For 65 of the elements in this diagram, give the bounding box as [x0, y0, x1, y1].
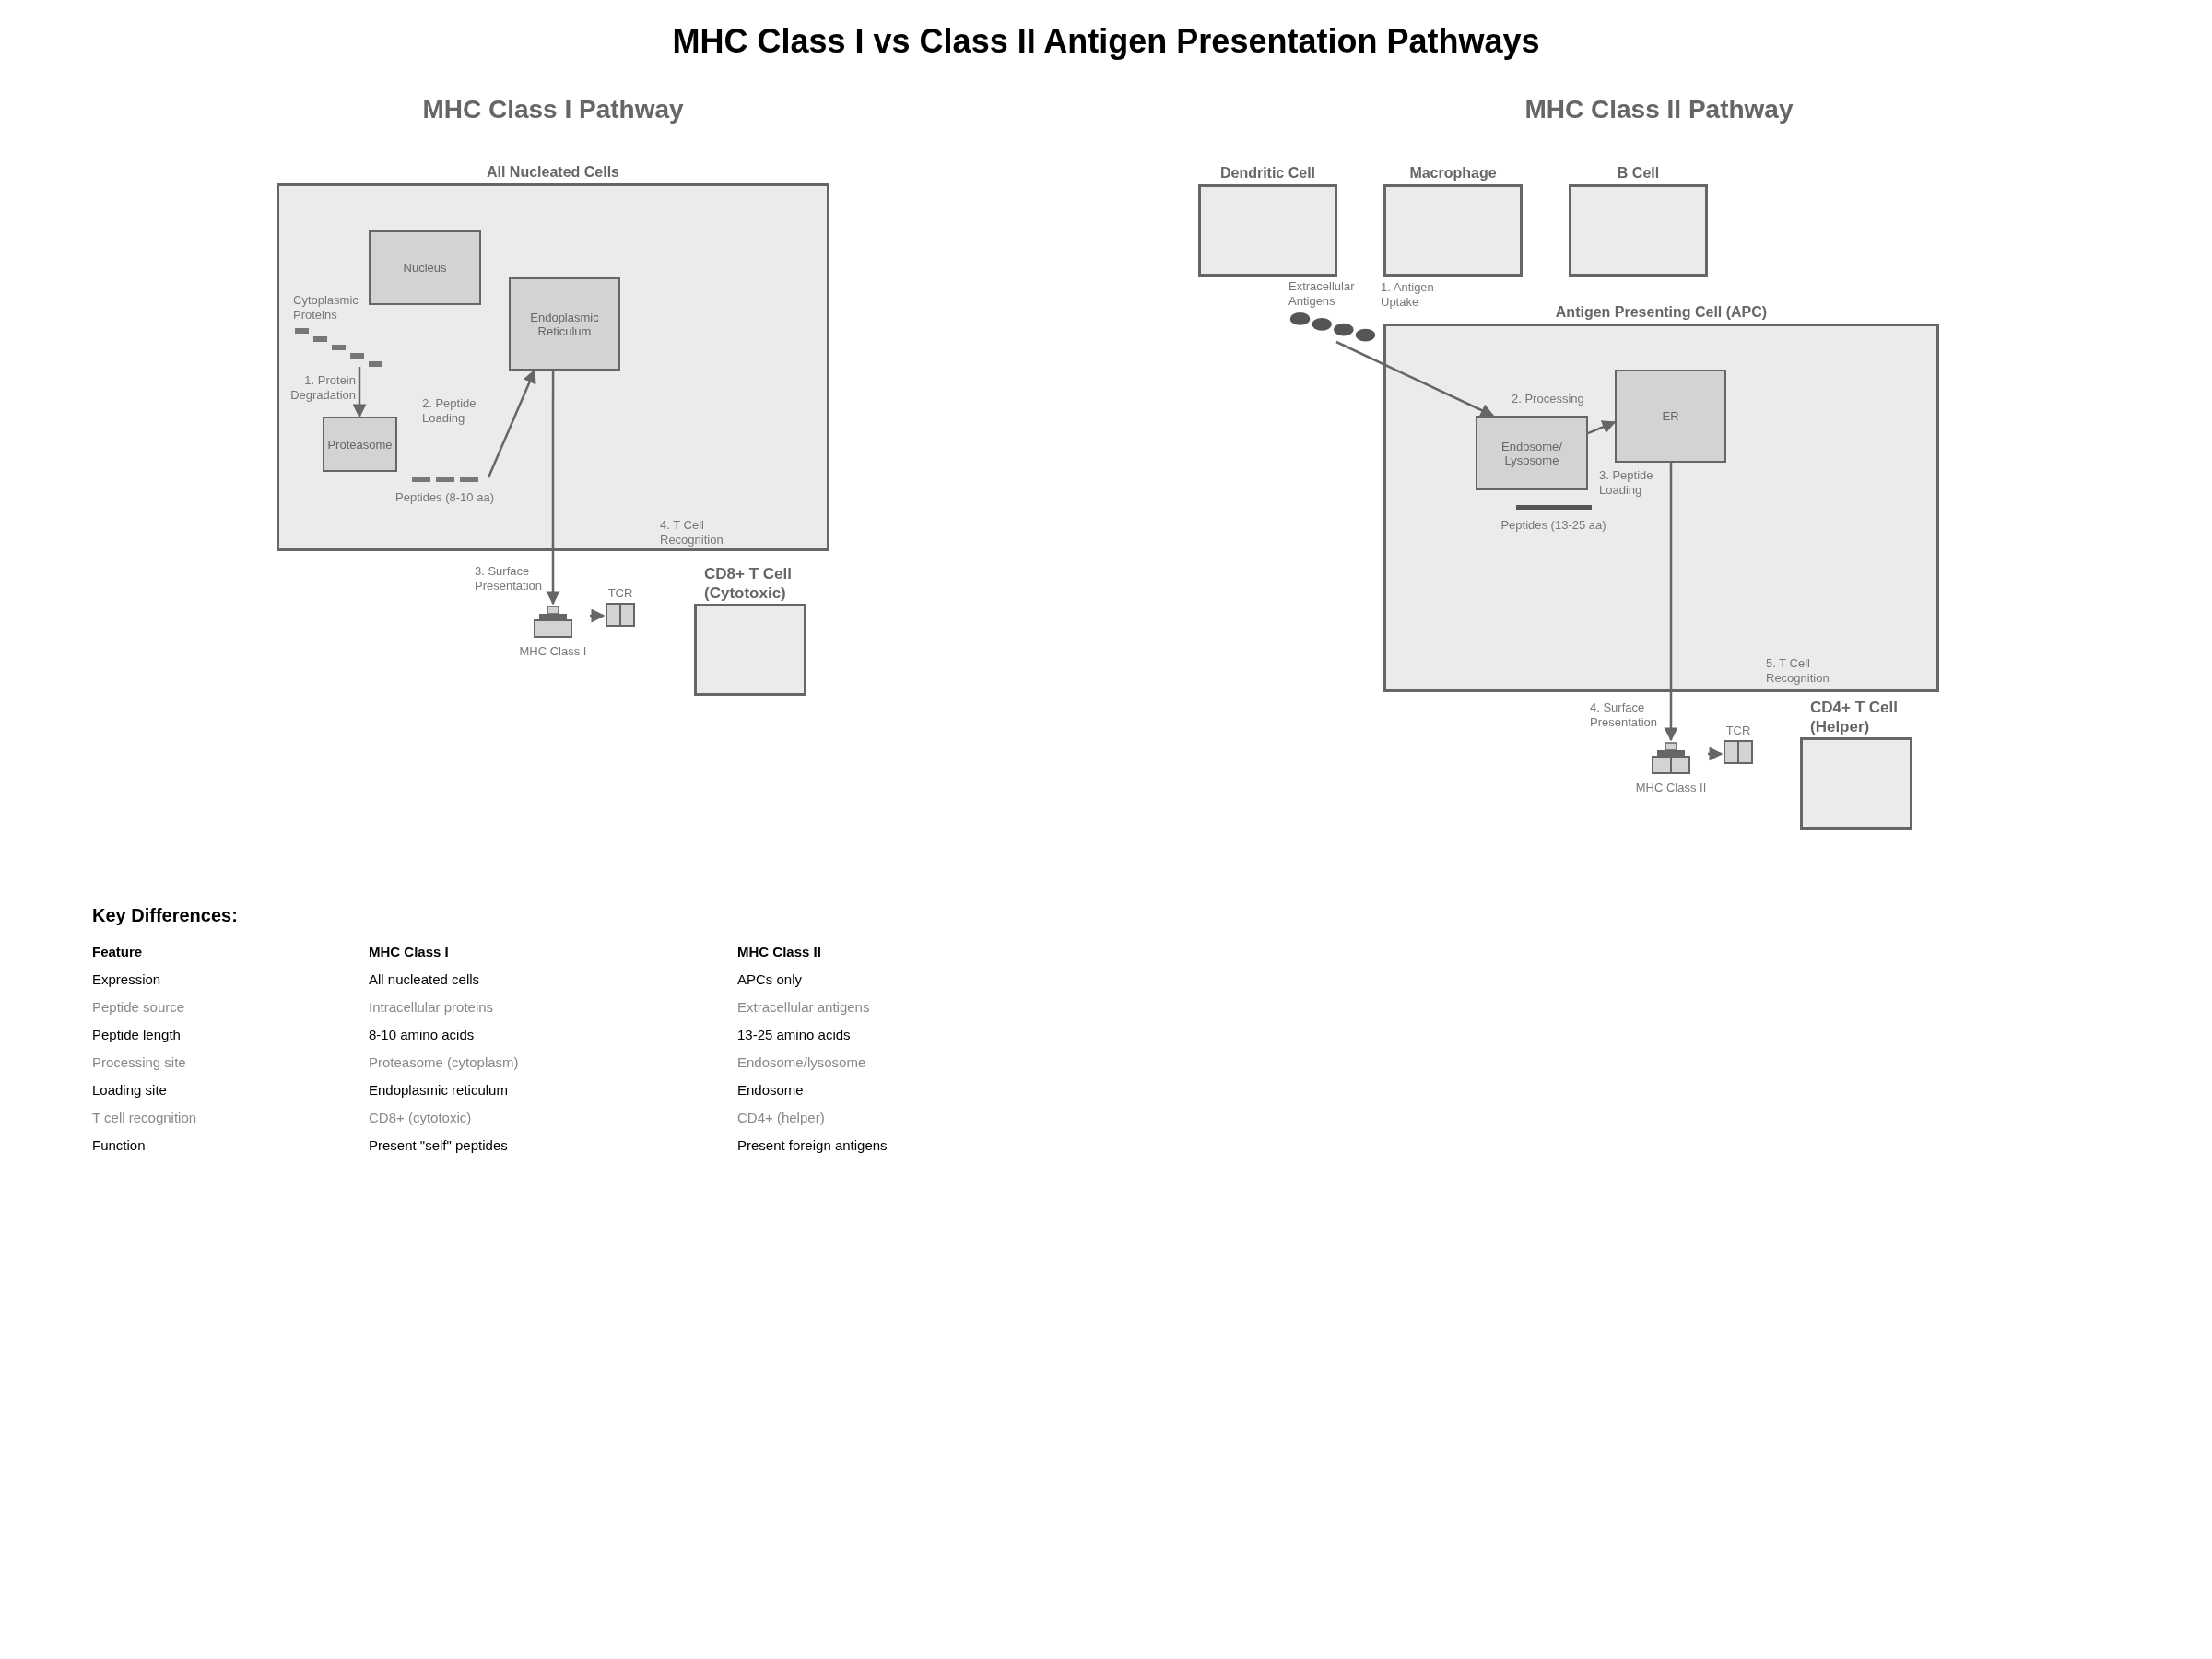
node-label: TCR	[607, 586, 633, 602]
node-label: TCR	[1725, 724, 1751, 739]
step-label: 2. Processing	[1512, 392, 1585, 407]
table-cell: Endoplasmic reticulum	[369, 1082, 508, 1098]
node-label: Extracellular Antigens	[1288, 279, 1356, 310]
table-cell: Peptide source	[92, 999, 185, 1015]
diagram-title: MHC Class I vs Class II Antigen Presentation Pathways	[671, 22, 1541, 61]
table-cell: Present foreign antigens	[737, 1137, 888, 1153]
section-heading: MHC Class II Pathway	[1524, 95, 1794, 124]
table-cell: Proteasome (cytoplasm)	[369, 1054, 519, 1070]
organelle-box: Endosome/ Lysosome	[1476, 416, 1588, 490]
table-cell: 13-25 amino acids	[737, 1027, 851, 1042]
arrow	[1587, 420, 1617, 435]
organelle-box: Proteasome	[323, 417, 397, 472]
cell-label: CD4+ T Cell (Helper)	[1810, 699, 1899, 736]
cell-label: Dendritic Cell	[1218, 165, 1317, 182]
arrow	[590, 608, 606, 623]
node-label: MHC Class II	[1635, 781, 1707, 796]
table-cell: Endosome/lysosome	[737, 1054, 866, 1070]
table-cell: Present "self" peptides	[369, 1137, 508, 1153]
arrow	[1664, 463, 1678, 742]
table-cell: CD4+ (helper)	[737, 1110, 825, 1125]
table-cell: CD8+ (cytotoxic)	[369, 1110, 472, 1125]
table-cell: Function	[92, 1137, 146, 1153]
edge-label: 2. Peptide Loading	[422, 396, 477, 427]
edge-label: 1. Antigen Uptake	[1381, 280, 1435, 311]
arrow	[1708, 747, 1724, 761]
table-cell: APCs only	[737, 971, 803, 987]
arrow	[1335, 340, 1495, 418]
step-label: 4. T Cell Recognition	[660, 518, 724, 548]
edge-label: 3. Peptide Loading	[1599, 468, 1654, 499]
edge-label: 3. Surface Presentation	[475, 564, 543, 594]
column-header: MHC Class I	[369, 944, 449, 959]
table-cell: T cell recognition	[92, 1110, 197, 1125]
organelle-box: ER	[1615, 370, 1726, 463]
table-cell: Extracellular antigens	[737, 999, 870, 1015]
node-label: Cytoplasmic Proteins	[293, 293, 359, 324]
arrow	[546, 371, 560, 606]
cell-label: CD8+ T Cell (Cytotoxic)	[704, 565, 793, 603]
section-heading: MHC Class I Pathway	[421, 95, 685, 124]
cell-label: Antigen Presenting Cell (APC)	[1554, 304, 1769, 321]
table-cell: All nucleated cells	[369, 971, 480, 987]
edge-label: 1. Protein Degradation	[289, 373, 356, 404]
table-cell: Processing site	[92, 1054, 186, 1070]
table-cell: Expression	[92, 971, 161, 987]
cell-label: All Nucleated Cells	[485, 164, 620, 181]
organelle-box: Nucleus	[369, 230, 481, 305]
arrow	[487, 369, 536, 478]
table-cell: Loading site	[92, 1082, 167, 1098]
table-cell: Endosome	[737, 1082, 804, 1098]
column-header: Feature	[92, 944, 143, 959]
edge-label: 4. Surface Presentation	[1590, 700, 1658, 731]
organelle-box: Endoplasmic Reticulum	[509, 277, 620, 371]
step-label: 5. T Cell Recognition	[1766, 656, 1830, 687]
node-label: MHC Class I	[519, 644, 587, 660]
cell-label: B Cell	[1616, 165, 1661, 182]
table-cell: Peptide length	[92, 1027, 181, 1042]
table-cell: Intracellular proteins	[369, 999, 494, 1015]
node-label: Peptides (13-25 aa)	[1500, 518, 1606, 534]
node-label: Peptides (8-10 aa)	[395, 490, 494, 506]
table-cell: 8-10 amino acids	[369, 1027, 475, 1042]
cell-label: Macrophage	[1408, 165, 1498, 182]
arrow	[352, 367, 367, 418]
column-header: MHC Class II	[737, 944, 821, 959]
table-heading: Key Differences:	[92, 905, 238, 926]
